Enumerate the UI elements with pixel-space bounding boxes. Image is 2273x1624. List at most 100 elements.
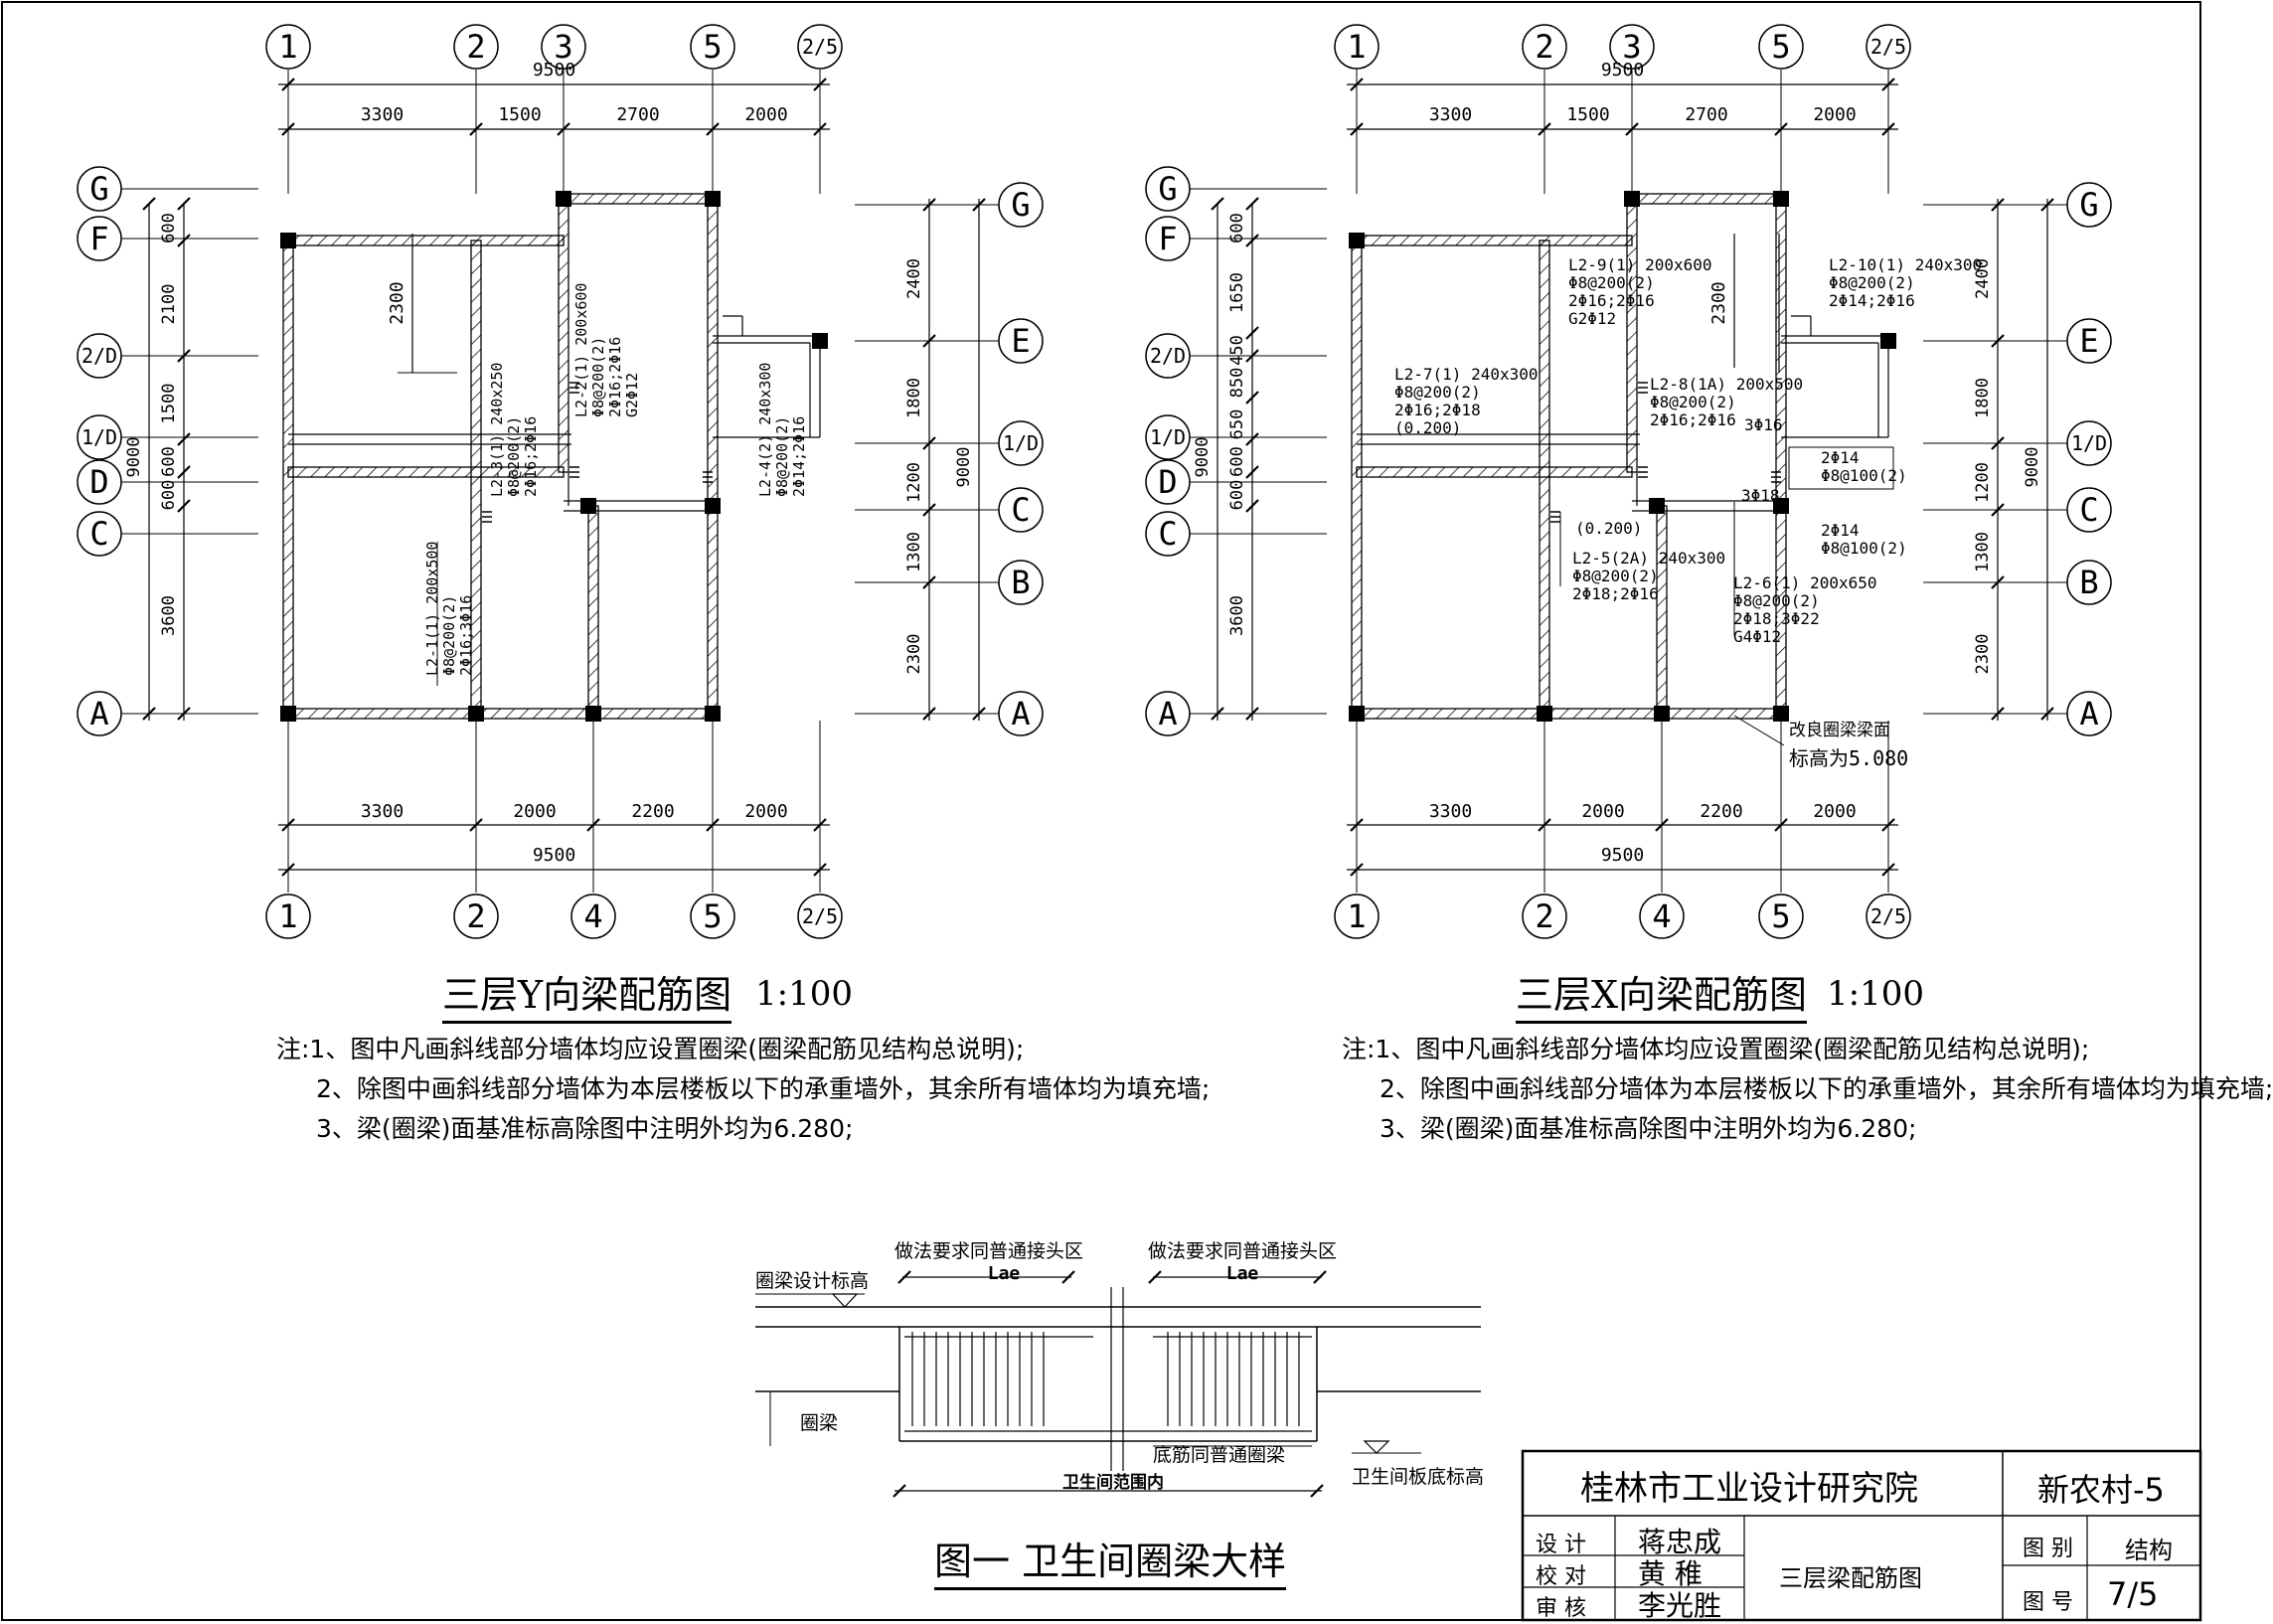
beam-label-l2-3: Φ8@200(2)	[505, 416, 523, 497]
dim-tick	[1245, 349, 1259, 363]
dim-value: 600	[1227, 446, 1247, 477]
tb-number-label: 图 号	[2023, 1590, 2073, 1615]
dim-tick	[1245, 707, 1259, 721]
axis-label: 3	[554, 28, 572, 66]
dim-tick	[922, 334, 936, 348]
beam-label-l2-8: 2Φ16;2Φ16	[1650, 410, 1736, 429]
axis-label: E	[2079, 322, 2098, 360]
axis-bubble	[1758, 893, 1804, 939]
dim-inner: 2300	[387, 281, 407, 324]
axis-label: F	[1158, 220, 1177, 257]
beam-label-l2-4: L2-4(2) 240x300	[756, 363, 774, 497]
beam-label-l2-9: Φ8@200(2)	[1568, 273, 1655, 292]
dim-tick	[1148, 1270, 1162, 1284]
dim-tick	[1350, 863, 1364, 877]
dim-tick	[142, 197, 156, 211]
axis-label: 2/5	[802, 904, 838, 928]
dim-value: 2200	[1700, 801, 1742, 822]
right-note-3: 3、梁(圈梁)面基准标高除图中注明外均为6.280;	[1380, 1114, 1917, 1143]
axis-label: 1/D	[1150, 425, 1186, 449]
axis-bubble	[690, 24, 735, 70]
axis-label: 1/D	[81, 425, 117, 449]
dim-inner: 2300	[1708, 281, 1729, 324]
dim-tick	[2040, 707, 2054, 721]
axis-bubble	[1522, 24, 1567, 70]
detail-title: 图一 卫生间圈梁大样	[934, 1531, 1287, 1590]
title-block	[1521, 1449, 2202, 1622]
beam-label-l2-6: G4Φ12	[1733, 627, 1781, 646]
axis-label: A	[1158, 695, 1177, 732]
dim-value: 1800	[904, 378, 924, 418]
dim-tick	[1881, 863, 1895, 877]
dim-total: 9000	[2023, 447, 2042, 488]
beam-label-l2-1: L2-1(1) 200x500	[423, 542, 441, 676]
lae-2: Lae	[1226, 1263, 1259, 1284]
axis-label: C	[1158, 515, 1177, 553]
axis-label: D	[1158, 463, 1177, 501]
axis-label: C	[89, 515, 108, 553]
dim-tick	[281, 78, 295, 91]
column	[812, 333, 828, 349]
dim-total: 9000	[954, 447, 974, 488]
axis-label: 4	[583, 897, 602, 935]
dim-value: 3300	[1429, 104, 1472, 125]
right-plan-title: 三层X向梁配筋图	[1516, 964, 1808, 1024]
axis-bubble	[1758, 24, 1804, 70]
beam-label-l2-7: Φ8@200(2)	[1394, 383, 1481, 402]
dim-tick	[1245, 391, 1259, 405]
column	[280, 233, 296, 248]
wall-hatched	[587, 505, 599, 715]
column	[585, 706, 601, 722]
tb-company: 桂林市工业设计研究院	[1580, 1469, 1918, 1509]
dim-tick	[893, 1484, 906, 1498]
dim-value: 2700	[1685, 104, 1727, 125]
dim-tick	[469, 122, 483, 136]
dim-tick	[706, 122, 720, 136]
beam-label-l2-9: 2Φ16;2Φ16	[1568, 291, 1655, 310]
dim-value: 2000	[1581, 801, 1624, 822]
beam-label-l2-7: 2Φ16;2Φ18	[1394, 401, 1481, 419]
axis-bubble	[797, 24, 843, 70]
axis-bubble	[690, 893, 735, 939]
dim-tick	[1881, 818, 1895, 832]
sheet-border	[1, 1, 2201, 1621]
dim-value: 3300	[1429, 801, 1472, 822]
dim-total: 9000	[124, 437, 144, 478]
dim-value: 2000	[513, 801, 556, 822]
axis-bubble	[570, 893, 616, 939]
axis-label: 1/D	[1003, 431, 1039, 455]
dim-value: 2700	[616, 104, 659, 125]
dim-tick	[1774, 122, 1788, 136]
tb-category-label: 图 别	[2023, 1537, 2073, 1561]
column	[468, 706, 484, 722]
lap-note-2: 做法要求同普通接头区	[1148, 1240, 1337, 1262]
beam-label-l2-10: Φ8@200(2)	[1829, 273, 1915, 292]
axis-bubble	[1866, 893, 1911, 939]
beam-label-l2-9: L2-9(1) 200x600	[1568, 255, 1712, 274]
dim-tick	[1881, 78, 1895, 91]
axis-label: G	[1158, 170, 1177, 208]
left-note-2: 2、除图中画斜线部分墙体为本层楼板以下的承重墙外，其余所有墙体均为填充墙;	[316, 1074, 1211, 1103]
beam-label-l2-3: L2-3(1) 240x250	[488, 363, 506, 497]
dim-tick	[1655, 818, 1669, 832]
column	[580, 498, 596, 514]
dim-tick	[1350, 122, 1364, 136]
axis-bubble	[453, 24, 499, 70]
axis-label: 1	[1347, 28, 1366, 66]
leader	[1733, 715, 1785, 746]
axis-label: E	[1011, 322, 1030, 360]
axis-bubble	[453, 893, 499, 939]
ring-label: 圈梁	[800, 1412, 838, 1434]
left-note-1: 注:1、图中凡画斜线部分墙体均应设置圈梁(圈梁配筋见结构总说明);	[276, 1035, 1025, 1063]
rebar-extra: (0.200)	[1575, 519, 1642, 538]
dim-tick	[1313, 1270, 1327, 1284]
dim-value: 2000	[1813, 104, 1856, 125]
tb-name-1: 蒋忠成	[1638, 1526, 1722, 1558]
axis-label: 1	[1347, 897, 1366, 935]
axis-label: D	[89, 463, 108, 501]
dim-tick	[1245, 465, 1259, 479]
tb-number: 7/5	[2107, 1575, 2159, 1613]
dim-tick	[1625, 122, 1639, 136]
beam-label-l2-6: Φ8@200(2)	[1733, 591, 1820, 610]
axis-label: 2	[1535, 28, 1553, 66]
